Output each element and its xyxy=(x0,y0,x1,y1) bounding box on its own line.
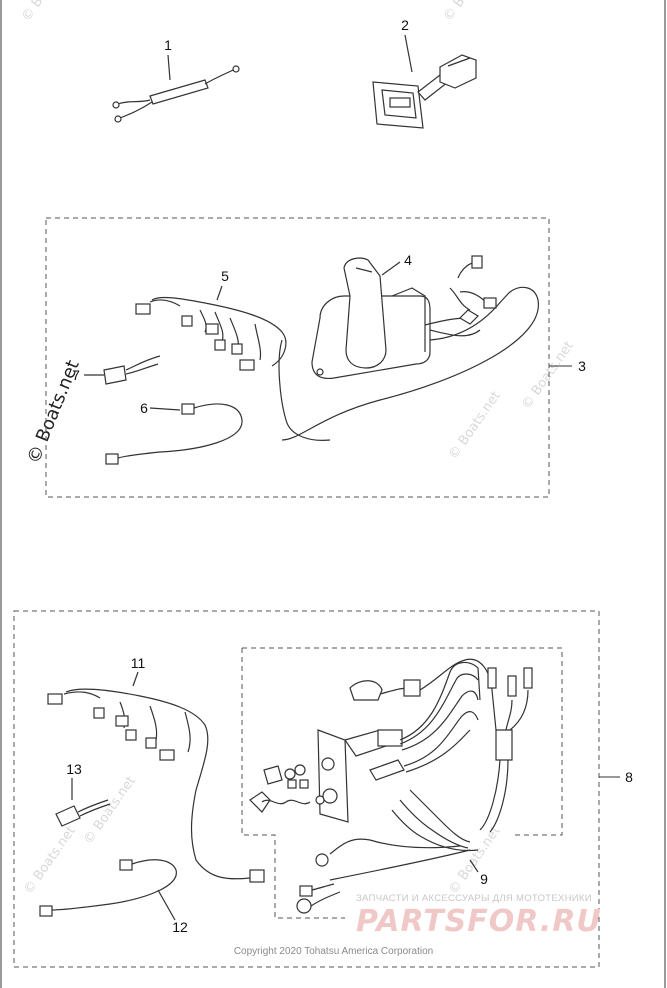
callout-4: 4 xyxy=(404,252,412,268)
brand-logo: PARTSFOR.RU xyxy=(356,904,602,939)
part-6-wire xyxy=(105,403,243,465)
callout-3: 3 xyxy=(578,358,586,374)
callout-8: 8 xyxy=(625,769,633,785)
part-7-plug xyxy=(84,355,161,385)
watermark-faint: © Boats.net xyxy=(446,824,504,898)
callout-11: 11 xyxy=(131,655,146,671)
group-8-box xyxy=(13,610,600,968)
watermark-faint: © Boats.net xyxy=(81,774,139,848)
part-13-plug xyxy=(55,778,111,827)
watermark-faint: © Boats.net xyxy=(446,389,504,463)
callout-2: 2 xyxy=(401,17,409,33)
part-2-connector xyxy=(372,34,477,129)
part-4-remote-control xyxy=(281,255,539,441)
watermark-faint: © Boats.net xyxy=(519,339,577,413)
callout-5: 5 xyxy=(221,268,229,284)
part-9-key-switch-panel xyxy=(249,658,533,914)
watermark-faint: © Boats.net xyxy=(21,824,79,898)
callout-7: 7 xyxy=(72,367,80,383)
group-9-box-bottom xyxy=(241,648,345,919)
callout-6: 6 xyxy=(140,400,148,416)
callout-1: 1 xyxy=(164,37,172,53)
part-11-harness xyxy=(47,671,265,883)
brand-tagline: ЗАПЧАСТИ И АКСЕССУАРЫ ДЛЯ МОТОТЕХНИКИ xyxy=(356,893,592,904)
watermark-faint: © Boats.net xyxy=(19,0,77,24)
copyright-text: Copyright 2020 Tohatsu America Corporati… xyxy=(233,946,434,957)
faint-watermarks: © Boats.net © Boats.net © Boats.net © Bo… xyxy=(19,0,577,897)
watermark-faint: © Boats.net xyxy=(441,0,499,24)
callout-13: 13 xyxy=(66,761,82,777)
part-5-harness xyxy=(135,285,331,441)
part-12-wire xyxy=(39,859,177,921)
callout-9: 9 xyxy=(480,871,488,887)
callout-12: 12 xyxy=(172,919,188,935)
part-1-wire xyxy=(112,54,240,123)
group-3-box xyxy=(45,217,550,498)
